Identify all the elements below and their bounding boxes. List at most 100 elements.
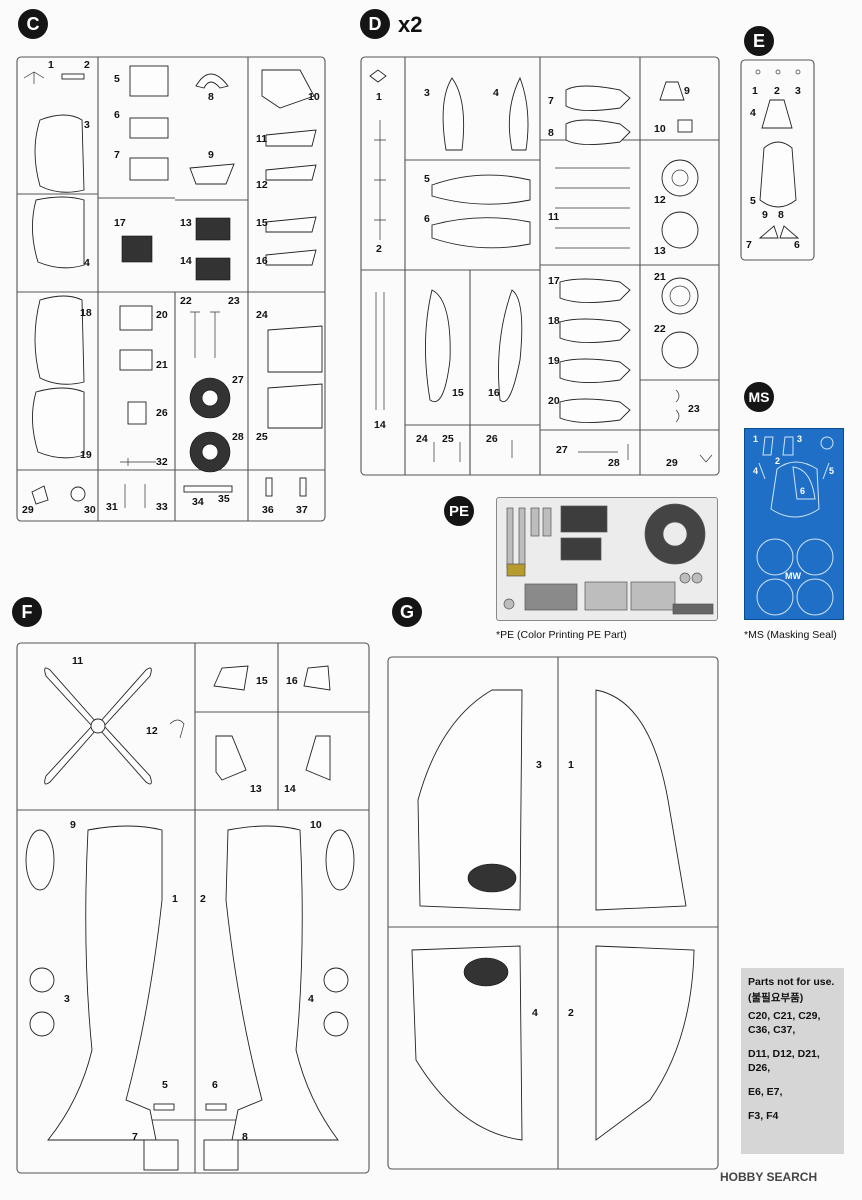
- part-label-d3: 3: [424, 87, 430, 99]
- part-label-d10: 10: [654, 123, 666, 135]
- section-badge-pe: PE: [444, 496, 474, 526]
- part-label-d16: 16: [488, 387, 500, 399]
- part-label-d1: 1: [376, 91, 382, 103]
- part-label-d4: 4: [493, 87, 499, 99]
- part-label-f10: 10: [310, 819, 322, 831]
- part-label-c10: 10: [308, 91, 320, 103]
- part-label-g3: 3: [536, 759, 542, 771]
- part-label-e1: 1: [752, 85, 758, 97]
- part-label-c37: 37: [296, 504, 308, 516]
- part-label-c4: 4: [84, 257, 90, 269]
- part-label-c15: 15: [256, 217, 268, 229]
- part-label-c19: 19: [80, 449, 92, 461]
- part-label-d2: 2: [376, 243, 382, 255]
- part-label-d27: 27: [556, 444, 568, 456]
- part-label-c31: 31: [106, 501, 118, 513]
- part-label-f15: 15: [256, 675, 268, 687]
- part-label-c7: 7: [114, 149, 120, 161]
- parts-not-for-use-subtitle: (불필요부품): [748, 992, 804, 1004]
- part-label-f9: 9: [70, 819, 76, 831]
- part-label-c5: 5: [114, 73, 120, 85]
- part-label-d6: 6: [424, 213, 430, 225]
- part-label-c6: 6: [114, 109, 120, 121]
- part-label-e9: 9: [762, 209, 768, 221]
- part-label-d5: 5: [424, 173, 430, 185]
- ms-label-6: 6: [800, 486, 806, 496]
- pe-caption: *PE (Color Printing PE Part): [496, 629, 627, 641]
- part-label-c22: 22: [180, 295, 192, 307]
- photo-etch-sheet: [496, 497, 718, 621]
- part-label-f7: 7: [132, 1131, 138, 1143]
- part-label-c8: 8: [208, 91, 214, 103]
- part-label-c12: 12: [256, 179, 268, 191]
- part-label-c32: 32: [156, 456, 168, 468]
- part-label-f6: 6: [212, 1079, 218, 1091]
- part-label-f2: 2: [200, 893, 206, 905]
- unused-parts-line: D26,: [748, 1062, 771, 1074]
- part-label-d24: 24: [416, 433, 428, 445]
- part-label-e3: 3: [795, 85, 801, 97]
- part-label-d29: 29: [666, 457, 678, 469]
- part-label-f4: 4: [308, 993, 314, 1005]
- part-label-d7: 7: [548, 95, 554, 107]
- part-label-c28: 28: [232, 431, 244, 443]
- part-label-d28: 28: [608, 457, 620, 469]
- ms-label-3: 3: [797, 434, 803, 444]
- part-label-c27: 27: [232, 374, 244, 386]
- part-label-g4: 4: [532, 1007, 538, 1019]
- part-label-c20: 20: [156, 309, 168, 321]
- part-label-d22: 22: [654, 323, 666, 335]
- part-label-e2: 2: [774, 85, 780, 97]
- part-label-e6: 6: [794, 239, 800, 251]
- section-badge-g: G: [392, 597, 422, 627]
- section-badge-c: C: [18, 9, 48, 39]
- part-label-d21: 21: [654, 271, 666, 283]
- part-label-c25: 25: [256, 431, 268, 443]
- part-label-c11: 11: [256, 133, 268, 145]
- part-label-c34: 34: [192, 496, 204, 508]
- part-label-c1: 1: [48, 59, 54, 71]
- part-label-d23: 23: [688, 403, 700, 415]
- part-label-f14: 14: [284, 783, 296, 795]
- part-label-c13: 13: [180, 217, 192, 229]
- part-label-c21: 21: [156, 359, 168, 371]
- part-label-e8: 8: [778, 209, 784, 221]
- section-badge-e: E: [744, 26, 774, 56]
- part-label-d15: 15: [452, 387, 464, 399]
- part-label-f16: 16: [286, 675, 298, 687]
- part-label-c2: 2: [84, 59, 90, 71]
- part-label-c29: 29: [22, 504, 34, 516]
- part-label-c17: 17: [114, 217, 126, 229]
- part-label-d12: 12: [654, 194, 666, 206]
- part-label-e4: 4: [750, 107, 756, 119]
- part-label-c18: 18: [80, 307, 92, 319]
- part-label-f5: 5: [162, 1079, 168, 1091]
- part-label-e5: 5: [750, 195, 756, 207]
- part-label-d18: 18: [548, 315, 560, 327]
- part-label-g2: 2: [568, 1007, 574, 1019]
- ms-label-5: 5: [829, 466, 835, 476]
- part-label-d14: 14: [374, 419, 386, 431]
- part-label-d20: 20: [548, 395, 560, 407]
- parts-not-for-use-title: Parts not for use.: [748, 976, 835, 988]
- part-label-c24: 24: [256, 309, 268, 321]
- part-label-g1: 1: [568, 759, 574, 771]
- ms-label-mw: MW: [785, 571, 801, 581]
- part-label-c14: 14: [180, 255, 192, 267]
- unused-parts-line: C20, C21, C29,: [748, 1010, 821, 1022]
- part-label-d19: 19: [548, 355, 560, 367]
- part-label-f3: 3: [64, 993, 70, 1005]
- part-label-f11: 11: [72, 655, 84, 667]
- watermark: HOBBY SEARCH: [720, 1170, 818, 1184]
- part-label-c23: 23: [228, 295, 240, 307]
- part-label-d25: 25: [442, 433, 454, 445]
- ms-label-1: 1: [753, 434, 759, 444]
- part-label-d13: 13: [654, 245, 666, 257]
- part-label-f12: 12: [146, 725, 158, 737]
- part-label-d9: 9: [684, 85, 690, 97]
- part-label-c3: 3: [84, 119, 90, 131]
